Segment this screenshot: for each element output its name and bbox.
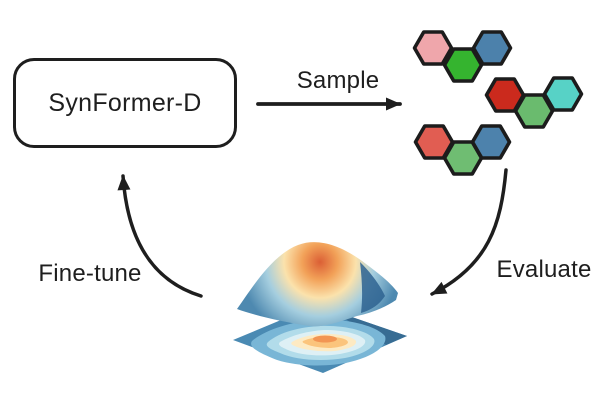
surface-dome xyxy=(237,242,398,327)
model-box: SynFormer-D xyxy=(13,58,237,148)
surface-plot xyxy=(233,242,407,373)
molecule-hexagon xyxy=(412,30,454,66)
molecule-hexagon xyxy=(471,30,513,66)
fine-tune-label: Fine-tune xyxy=(38,260,142,287)
evaluate-label: Evaluate xyxy=(496,256,592,283)
molecule-cluster-2 xyxy=(484,76,584,129)
contour-projection-sheet xyxy=(233,305,407,373)
contour-hotspot xyxy=(313,335,337,343)
evaluate-arrow xyxy=(430,168,508,296)
molecule-cluster-3 xyxy=(413,124,512,176)
surface-fold-shadow xyxy=(360,262,385,313)
molecule-hexagon xyxy=(470,124,512,160)
arrows xyxy=(117,97,508,298)
fine-tune-arrow xyxy=(117,174,203,298)
model-box-label: SynFormer-D xyxy=(48,88,202,117)
molecule-hexagon xyxy=(542,76,584,112)
surface-sheet xyxy=(237,242,398,327)
molecule-clusters xyxy=(412,30,584,176)
sample-label: Sample xyxy=(296,67,380,94)
molecule-cluster-1 xyxy=(412,30,513,83)
